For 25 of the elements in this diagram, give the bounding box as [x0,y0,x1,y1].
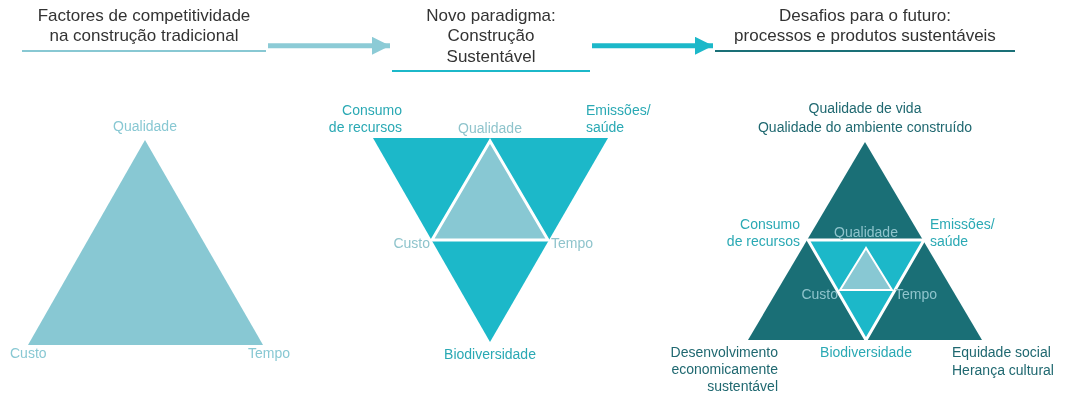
vertex-label: Qualidade do ambiente construído [758,119,972,136]
vertex-label: Qualidade [113,118,177,135]
vertex-label: Equidade social [952,344,1051,361]
vertex-label: Custo [393,235,430,252]
vertex-label: Qualidade [834,224,898,241]
vertex-label: Qualidade [458,120,522,137]
vertex-label: Emissões/ saúde [586,102,652,136]
vertex-label: Consumo de recursos [725,216,800,250]
vertex-label: Consumo de recursos [327,102,402,136]
vertex-label: Tempo [895,286,938,303]
panel-heading: Desafios para o futuro: processos e produtos sustentáveis [715,6,1015,52]
vertex-label: Emissões/ saúde [930,216,996,250]
panel-heading: Factores de competitividade na construção tradicional [22,6,266,52]
vertex-label: Custo [10,345,47,362]
vertex-label: Biodiversidade [444,346,536,363]
vertex-label: Tempo [551,235,594,252]
vertex-label: Tempo [248,345,291,362]
vertex-label: Qualidade de vida [808,100,922,117]
vertex-label: Custo [801,286,838,303]
panel-heading: Novo paradigma: Construção Sustentável [392,6,590,73]
arrow [592,36,713,55]
arrow [268,36,390,55]
vertex-label: Biodiversidade [820,344,912,361]
vertex-label: Herança cultural [952,362,1054,379]
vertex-label: Desenvolvimento economicamente sustentável [669,344,778,395]
